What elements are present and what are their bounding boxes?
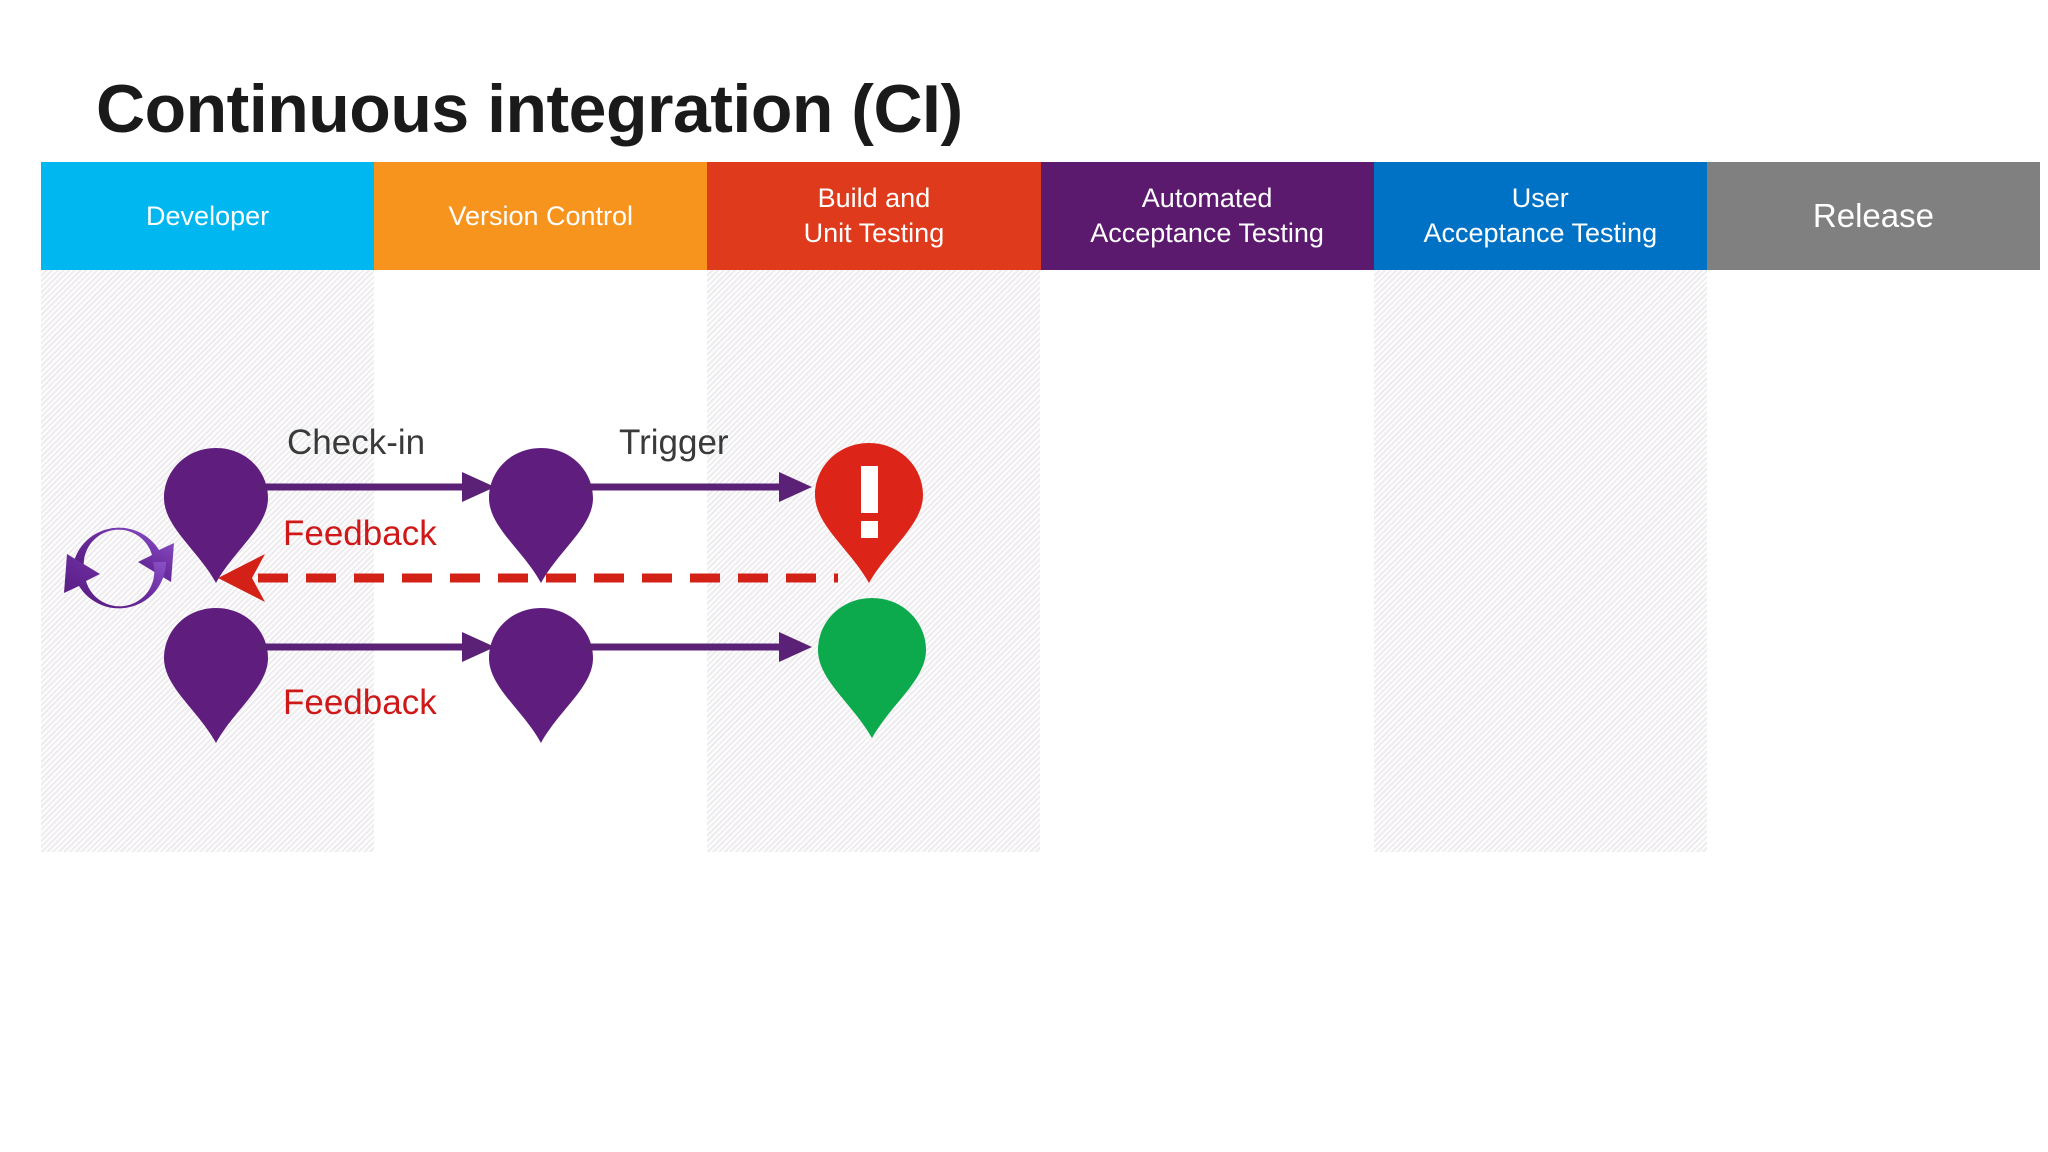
lane-header-build-unit-testing-line-1: Build and [817, 183, 931, 214]
lane-header-automated-acceptance-line-1: Automated [1141, 183, 1273, 214]
lane-header-automated-acceptance-line-2: Acceptance Testing [1090, 218, 1324, 248]
lane-background-automated-acceptance [1040, 270, 1374, 852]
lane-header-automated-acceptance[interactable]: Automated Acceptance Testing [1040, 162, 1374, 270]
lane-background-release [1706, 270, 2040, 852]
lane-background-build-unit-testing [707, 270, 1041, 852]
lane-header-build-unit-testing-line-2: Unit Testing [803, 218, 945, 248]
lane-header-release[interactable]: Release [1706, 162, 2041, 270]
lane-header-user-acceptance-line-2: Acceptance Testing [1423, 218, 1658, 248]
lane-header-version-control-line-1: Version Control [448, 200, 634, 231]
lane-header-build-unit-testing[interactable]: Build and Unit Testing [707, 162, 1041, 270]
page-title: Continuous integration (CI) [96, 71, 963, 147]
lane-background-user-acceptance [1373, 270, 1707, 852]
ci-pipeline-diagram: Developer Version Control Build and Unit… [41, 162, 2041, 852]
lane-header-band: Developer Version Control Build and Unit… [41, 162, 2041, 270]
lane-background-version-control [374, 270, 708, 852]
lane-header-user-acceptance-line-1: User [1511, 183, 1569, 214]
lane-background-developer [41, 270, 375, 852]
lane-header-version-control[interactable]: Version Control [374, 162, 708, 270]
lane-header-developer[interactable]: Developer [41, 162, 375, 270]
lane-header-release-line-1: Release [1812, 196, 1934, 234]
lane-backgrounds [41, 270, 2040, 852]
lane-header-developer-line-1: Developer [146, 200, 270, 231]
lane-header-user-acceptance[interactable]: User Acceptance Testing [1373, 162, 1707, 270]
